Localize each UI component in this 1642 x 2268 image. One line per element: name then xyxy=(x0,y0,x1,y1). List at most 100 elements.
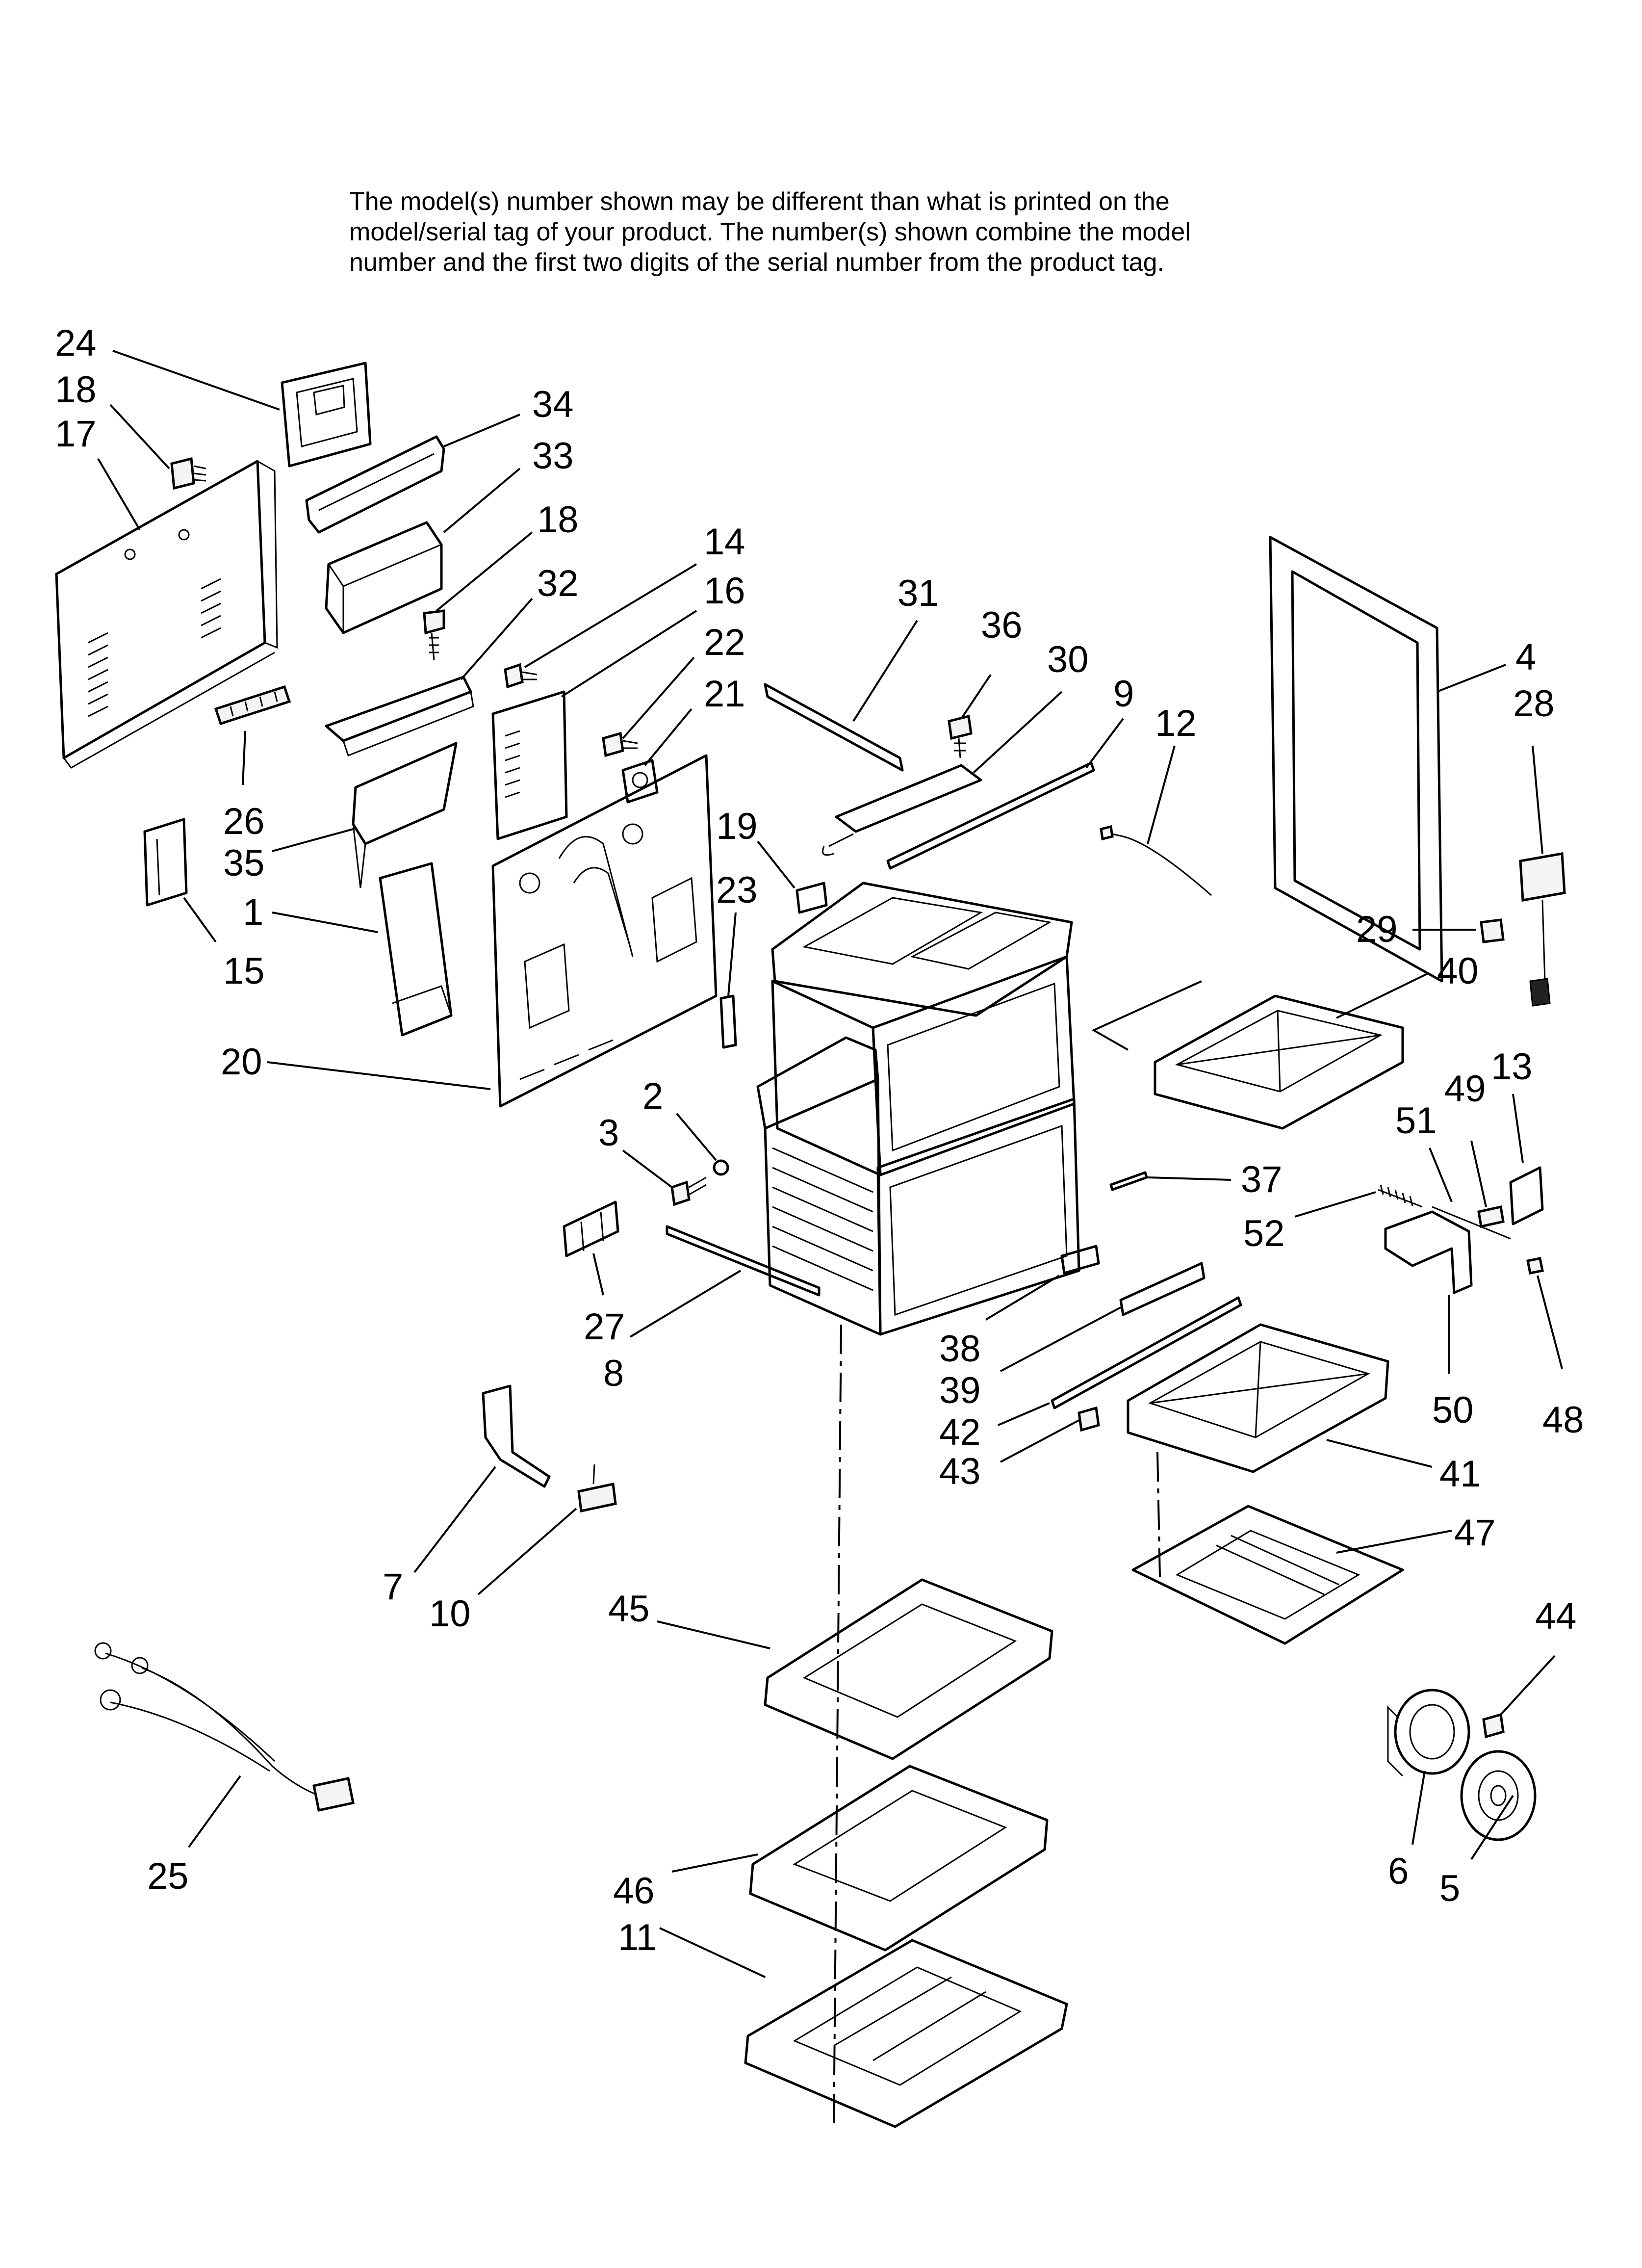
callout-39: 39 xyxy=(939,1370,981,1411)
callout-21: 21 xyxy=(704,673,745,715)
part-32-duct-bracket xyxy=(325,676,474,756)
callout-7: 7 xyxy=(383,1566,403,1608)
part-11-bottom-frame xyxy=(744,1939,1068,2128)
part-34-duct-cover xyxy=(305,435,445,534)
callout-18: 18 xyxy=(55,369,97,411)
callout-28: 28 xyxy=(1513,683,1555,725)
part-30-control-bracket xyxy=(822,764,982,856)
callout-2: 2 xyxy=(642,1075,663,1117)
assembly-centerline-vertical xyxy=(833,1324,842,2130)
callout-26: 26 xyxy=(223,801,265,842)
part-24-vent-cap xyxy=(281,362,372,468)
callout-45: 45 xyxy=(608,1588,650,1630)
callout-30: 30 xyxy=(1047,639,1089,680)
part-23-bracket xyxy=(719,994,737,1049)
callout-22: 22 xyxy=(704,622,745,663)
callout-5: 5 xyxy=(1439,1868,1460,1909)
callout-14: 14 xyxy=(704,521,745,563)
callout-38: 38 xyxy=(939,1328,981,1370)
part-18-screw-mid xyxy=(423,609,445,660)
callout-20: 20 xyxy=(221,1041,262,1083)
callout-33: 33 xyxy=(532,435,574,477)
part-2-washer xyxy=(713,1159,729,1176)
callout-44: 44 xyxy=(1535,1595,1577,1637)
callout-12: 12 xyxy=(1155,703,1197,744)
part-21-mounting-plate xyxy=(621,759,659,804)
part-5-fan-cover xyxy=(1460,1750,1537,1841)
callout-46: 46 xyxy=(613,1870,655,1912)
part-16-heat-shield xyxy=(491,690,568,840)
callout-23: 23 xyxy=(716,869,758,911)
callout-17: 17 xyxy=(55,413,97,455)
callout-36: 36 xyxy=(981,604,1023,646)
callout-49: 49 xyxy=(1444,1068,1486,1110)
part-51-rod xyxy=(1432,1206,1511,1240)
oven-cavity-assembly xyxy=(756,882,1080,1336)
callout-51: 51 xyxy=(1395,1100,1437,1142)
callout-29: 29 xyxy=(1356,909,1398,950)
notice-line-3: number and the first two digits of the s… xyxy=(349,248,1164,277)
callout-25: 25 xyxy=(147,1855,189,1897)
part-18-screw-top xyxy=(170,457,206,490)
part-19-clip xyxy=(795,882,828,914)
part-35-lower-duct xyxy=(352,742,458,888)
callout-11: 11 xyxy=(618,1917,657,1958)
part-50-latch-bracket xyxy=(1384,1210,1473,1294)
part-1-vertical-duct xyxy=(379,862,453,1037)
part-37-rod xyxy=(1109,1171,1148,1191)
notice-line-1: The model(s) number shown may be differe… xyxy=(349,187,1170,216)
callout-32: 32 xyxy=(537,563,579,604)
part-8-rail xyxy=(666,1225,821,1297)
part-10-leveling-foot xyxy=(577,1464,617,1513)
callout-43: 43 xyxy=(939,1451,981,1492)
callout-47: 47 xyxy=(1454,1512,1496,1554)
part-41-lower-tray xyxy=(1127,1323,1389,1473)
part-4-door-frame xyxy=(1269,536,1443,983)
callout-8: 8 xyxy=(603,1353,624,1394)
model-number-notice: The model(s) number shown may be differe… xyxy=(349,186,1428,278)
callout-24: 24 xyxy=(55,322,97,364)
part-15-bracket xyxy=(143,818,188,907)
part-31-top-rail xyxy=(764,683,904,772)
callout-4: 4 xyxy=(1515,636,1536,678)
callout-37: 37 xyxy=(1241,1159,1283,1200)
notice-line-2: model/serial tag of your product. The nu… xyxy=(349,218,1191,246)
part-13-bracket xyxy=(1509,1166,1544,1225)
tray-guide-line xyxy=(1091,980,1202,1051)
part-36-screw xyxy=(948,714,973,758)
part-40-upper-tray xyxy=(1154,994,1404,1130)
part-38-pad xyxy=(1060,1245,1100,1275)
part-22-screw xyxy=(602,731,638,757)
callout-9: 9 xyxy=(1113,673,1134,715)
callout-35: 35 xyxy=(223,842,265,884)
part-14-screw xyxy=(504,663,538,689)
part-39-bracket xyxy=(1119,1262,1206,1316)
part-12-probe xyxy=(1100,825,1212,896)
part-28-sensor-module xyxy=(1519,852,1566,1007)
part-20-rear-frame xyxy=(491,754,718,1108)
callout-42: 42 xyxy=(939,1411,981,1453)
part-3-screw xyxy=(670,1176,707,1206)
part-52-spring xyxy=(1378,1184,1423,1208)
part-47-lower-pan xyxy=(1131,1505,1404,1645)
part-29-knob xyxy=(1480,918,1505,943)
callout-18: 18 xyxy=(537,499,579,541)
part-17-rear-panel xyxy=(55,460,278,769)
callout-27: 27 xyxy=(584,1306,625,1348)
callout-34: 34 xyxy=(532,384,574,425)
callout-48: 48 xyxy=(1542,1399,1584,1441)
callout-16: 16 xyxy=(704,570,745,612)
callout-15: 15 xyxy=(223,950,265,992)
part-27-bracket xyxy=(563,1200,619,1257)
callout-6: 6 xyxy=(1388,1851,1409,1892)
part-48-cap xyxy=(1526,1257,1544,1275)
part-33-duct xyxy=(325,521,443,634)
callout-31: 31 xyxy=(898,573,939,614)
leader-lines xyxy=(97,350,1563,1978)
assembly-centerline-tray xyxy=(1156,1452,1161,1578)
callout-3: 3 xyxy=(598,1112,619,1154)
part-49-switch xyxy=(1477,1205,1505,1228)
callout-41: 41 xyxy=(1439,1453,1481,1495)
part-46-lower-plate xyxy=(749,1765,1049,1952)
